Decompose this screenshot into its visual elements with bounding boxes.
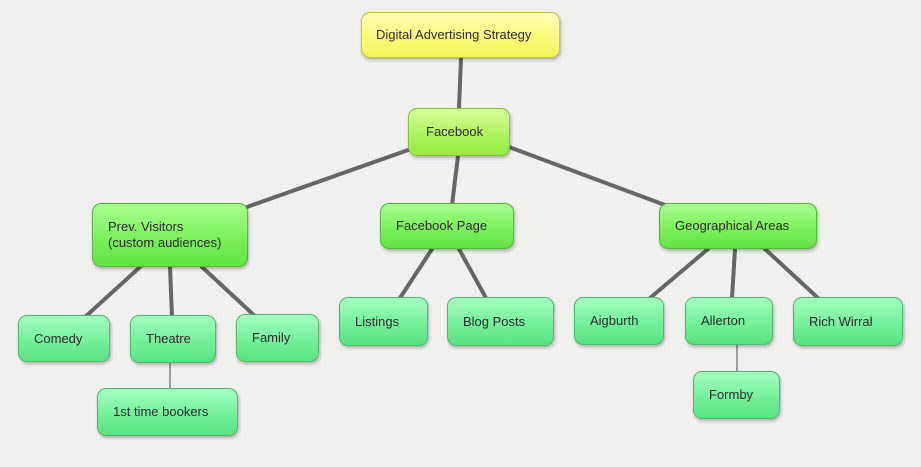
link-facebook-geo-areas: [507, 145, 667, 207]
node-label: 1st time bookers: [113, 404, 209, 419]
link-facebook-prev-visitors: [245, 147, 413, 209]
node-geographical-areas[interactable]: Geographical Areas: [659, 203, 817, 249]
node-allerton[interactable]: Allerton: [685, 297, 773, 345]
node-first-time-bookers[interactable]: 1st time bookers: [97, 388, 238, 436]
link-prev-visitors-comedy: [83, 265, 142, 319]
node-theatre[interactable]: Theatre: [130, 315, 216, 363]
node-label: Geographical Areas: [675, 218, 790, 233]
link-prev-visitors-theatre: [168, 265, 174, 319]
node-family[interactable]: Family: [236, 314, 319, 362]
link-geo-areas-aigburth: [648, 247, 710, 300]
node-label: Formby: [709, 387, 754, 402]
node-prev-visitors[interactable]: Prev. Visitors (custom audiences): [92, 203, 248, 267]
node-label: Digital Advertising Strategy: [376, 27, 532, 42]
node-rich-wirral[interactable]: Rich Wirral: [793, 297, 903, 346]
node-label: Rich Wirral: [809, 313, 873, 329]
node-facebook-page[interactable]: Facebook Page: [380, 203, 514, 249]
link-facebook-page-blog-posts: [457, 247, 488, 300]
node-label: Facebook Page: [396, 218, 488, 233]
node-label: Aigburth: [590, 313, 639, 328]
link-geo-areas-allerton: [730, 247, 737, 300]
node-digital-advertising-strategy[interactable]: Digital Advertising Strategy: [361, 12, 560, 58]
node-facebook[interactable]: Facebook: [408, 108, 510, 156]
node-label: Listings: [355, 313, 400, 329]
node-blog-posts[interactable]: Blog Posts: [447, 297, 554, 346]
node-listings[interactable]: Listings: [339, 297, 428, 346]
node-label: Allerton: [701, 313, 746, 328]
link-facebook-facebook-page: [450, 154, 460, 207]
node-formby[interactable]: Formby: [693, 371, 780, 419]
link-geo-areas-rich-wirral: [763, 247, 820, 300]
link-root-facebook: [457, 56, 463, 110]
node-label: Blog Posts: [463, 313, 526, 329]
node-aigburth[interactable]: Aigburth: [574, 297, 664, 345]
link-prev-visitors-family: [200, 265, 258, 319]
node-label: Family: [252, 330, 291, 345]
node-label: Facebook: [426, 124, 484, 139]
node-label: Prev. Visitors (custom audiences): [108, 219, 222, 250]
node-label: Comedy: [34, 330, 83, 346]
node-label: Theatre: [146, 331, 191, 346]
link-facebook-page-listings: [398, 247, 434, 300]
node-comedy[interactable]: Comedy: [18, 315, 110, 362]
